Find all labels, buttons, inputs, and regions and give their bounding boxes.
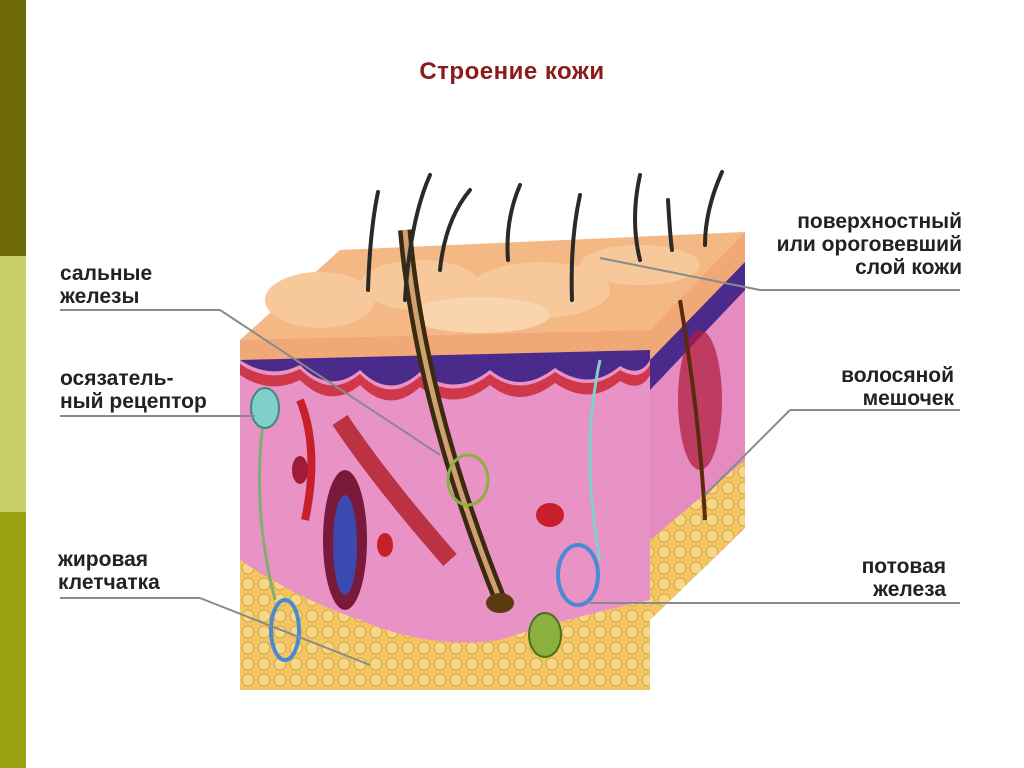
label-sweat-line2: железа xyxy=(873,578,946,601)
label-surface-line2: или ороговевший xyxy=(776,233,962,256)
label-surface-layer: поверхностный или ороговевший слой кожи xyxy=(777,210,962,279)
label-sebaceous-line2: железы xyxy=(60,285,140,308)
sidebar-band-middle xyxy=(0,256,26,512)
label-receptor-line1: осязатель- xyxy=(60,367,174,390)
slide-sidebar xyxy=(0,0,26,768)
label-sebaceous-glands: сальные железы xyxy=(60,262,152,308)
label-follicle-line1: волосяной xyxy=(841,364,954,387)
label-fat-tissue: жировая клетчатка xyxy=(58,548,160,594)
leader-lines xyxy=(60,257,960,666)
label-surface-line1: поверхностный xyxy=(797,210,962,233)
label-receptor-line2: ный рецептор xyxy=(60,390,207,413)
sidebar-band-top xyxy=(0,0,26,256)
sidebar-band-bottom xyxy=(0,512,26,768)
skin-block-right-face xyxy=(650,232,745,620)
slide-title: Строение кожи xyxy=(419,58,605,85)
skin-block-front-face xyxy=(240,229,650,690)
label-follicle-line2: мешочек xyxy=(862,387,954,410)
label-touch-receptor: осязатель- ный рецептор xyxy=(60,367,207,413)
label-hair-follicle: волосяной мешочек xyxy=(841,364,954,410)
label-sweat-line1: потовая xyxy=(861,555,946,578)
hairs xyxy=(366,170,724,302)
label-fat-line2: клетчатка xyxy=(58,571,160,594)
label-sweat-gland: потовая железа xyxy=(862,555,946,601)
label-surface-line3: слой кожи xyxy=(855,256,962,279)
label-sebaceous-line1: сальные xyxy=(60,262,153,285)
label-fat-line1: жировая xyxy=(58,548,149,571)
